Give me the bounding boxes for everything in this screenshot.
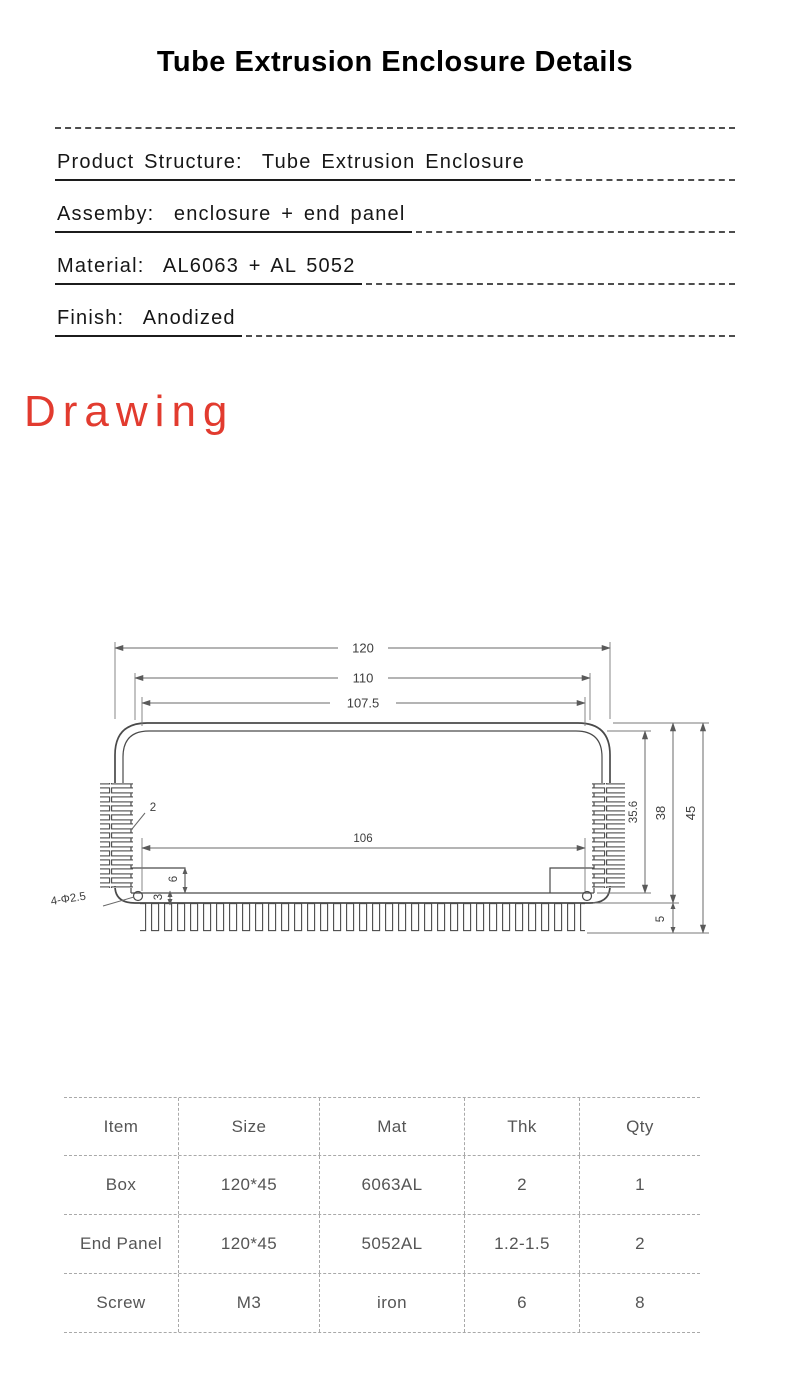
dim-inner-height: 38	[653, 806, 668, 820]
page-title: Tube Extrusion Enclosure Details	[156, 46, 634, 78]
dim-base-thickness: 3	[153, 894, 165, 900]
table-cell: 8	[635, 1293, 645, 1312]
screw-holes	[132, 890, 593, 902]
table-cell: End Panel	[64, 1215, 179, 1273]
extrusion-cross-section-drawing: 120 110 107.5 106 2 35.6 38 45 5 6 3 4-Φ…	[50, 641, 709, 934]
dashed-rule	[365, 283, 735, 285]
divider-dashed	[55, 127, 735, 129]
table-cell: Box	[64, 1156, 179, 1214]
spec-row-assembly: Assemby: enclosure + end panel	[55, 203, 735, 233]
header-cell-item: Item	[64, 1098, 179, 1155]
spec-row-material: Material: AL6063 + AL 5052	[55, 255, 735, 285]
header-cell-mat: Mat	[320, 1098, 465, 1155]
table-header-row: Item Size Mat Thk Qty	[64, 1097, 700, 1156]
table-row-box: Box 120*45 6063AL 2 1	[64, 1156, 700, 1215]
header-cell-thk: Thk	[465, 1098, 580, 1155]
dim-overall-width: 120	[352, 641, 374, 656]
bottom-fins	[140, 903, 585, 933]
spec-row-product-structure: Product Structure: Tube Extrusion Enclos…	[55, 151, 735, 181]
spec-text: Assemby: enclosure + end panel	[55, 203, 412, 233]
header-cell-qty: Qty	[626, 1116, 654, 1136]
table-cell: 1.2-1.5	[465, 1215, 580, 1273]
table-cell: 2	[635, 1234, 645, 1253]
table-cell: 120*45	[179, 1156, 320, 1214]
table-cell: 2	[465, 1156, 580, 1214]
table-cell: 5052AL	[320, 1215, 465, 1273]
spec-row-finish: Finish: Anodized	[55, 307, 735, 337]
dim-wall-thickness: 2	[150, 802, 156, 814]
table-cell: 1	[635, 1175, 645, 1194]
table-cell: 120*45	[179, 1215, 320, 1273]
dim-groove-width: 107.5	[347, 696, 380, 711]
spec-text: Finish: Anodized	[55, 307, 242, 337]
dashed-rule	[415, 231, 735, 233]
dim-boss-height: 6	[168, 876, 180, 882]
right-side-fins	[592, 783, 625, 888]
table-row-end-panel: End Panel 120*45 5052AL 1.2-1.5 2	[64, 1215, 700, 1274]
dashed-rule	[535, 179, 735, 181]
left-side-fins	[100, 783, 133, 888]
table-cell: 6	[465, 1274, 580, 1332]
spec-text: Material: AL6063 + AL 5052	[55, 255, 362, 285]
table-cell: M3	[179, 1274, 320, 1332]
dim-overall-height: 45	[683, 806, 698, 820]
drawing-area: 120 110 107.5 106 2 35.6 38 45 5 6 3 4-Φ…	[45, 437, 745, 953]
dashed-rule	[245, 335, 735, 337]
spec-list: Product Structure: Tube Extrusion Enclos…	[55, 127, 735, 337]
parts-table: Item Size Mat Thk Qty Box 120*45 6063AL …	[64, 1097, 700, 1333]
dim-shoulder-width: 110	[353, 671, 374, 686]
hole-callout: 4-Φ2.5	[50, 891, 87, 908]
dimension-lines	[102, 644, 707, 934]
table-cell: 6063AL	[320, 1156, 465, 1214]
table-cell: Screw	[64, 1274, 179, 1332]
dim-cavity-width: 106	[353, 833, 372, 845]
header-cell-size: Size	[179, 1098, 320, 1155]
drawing-section-heading: Drawing	[24, 387, 235, 436]
dim-fin-height: 5	[655, 916, 667, 922]
table-row-screw: Screw M3 iron 6 8	[64, 1274, 700, 1333]
spec-text: Product Structure: Tube Extrusion Enclos…	[55, 151, 531, 181]
table-cell: iron	[320, 1274, 465, 1332]
profile-outline	[114, 722, 611, 904]
dim-cavity-height: 35.6	[628, 801, 640, 823]
